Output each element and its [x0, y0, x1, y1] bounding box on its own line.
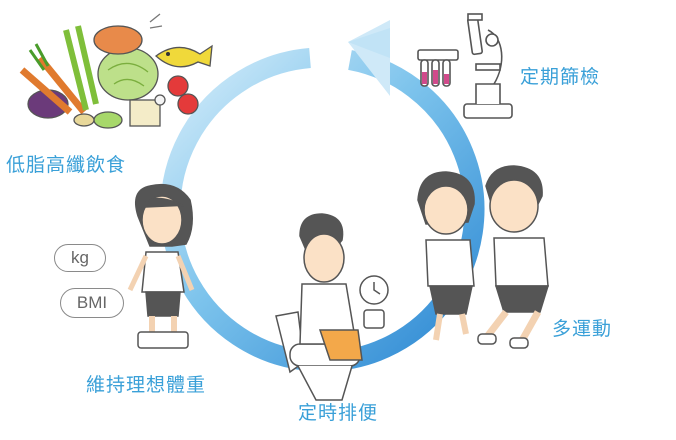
vegetables-icon	[19, 13, 213, 129]
step-label-diet: 低脂高纖飲食	[6, 154, 127, 176]
toilet-person-icon	[275, 213, 389, 401]
jogging-couple-icon	[417, 165, 550, 349]
step-label-bowel: 定時排便	[298, 402, 379, 424]
step-label-weight: 維持理想體重	[86, 374, 207, 396]
microscope-icon	[417, 13, 513, 119]
bmi-badge: BMI	[60, 288, 124, 318]
kg-badge: kg	[54, 244, 106, 272]
step-label-screening: 定期篩檢	[520, 66, 601, 88]
scale-person-icon	[127, 183, 195, 349]
step-label-exercise: 多運動	[552, 318, 613, 340]
